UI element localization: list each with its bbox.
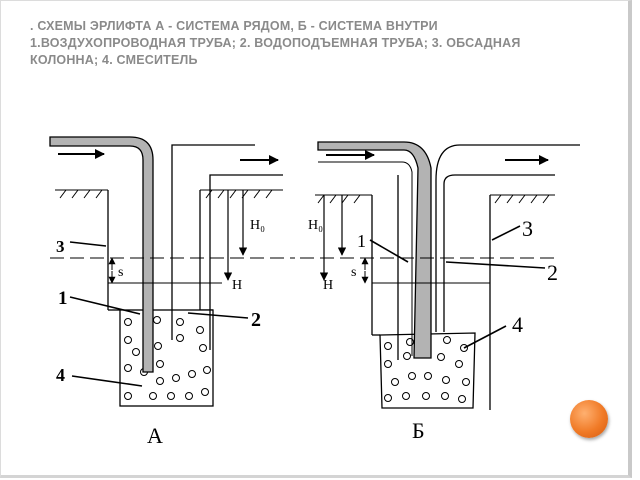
water-pipe-b — [397, 144, 580, 360]
levels-a — [50, 257, 295, 284]
diagram-a: 3 1 2 4 s H₀ H А — [49, 136, 295, 448]
label-3-b: 3 — [522, 216, 533, 241]
label-s-a: s — [118, 265, 123, 280]
caption-a: А — [147, 423, 163, 448]
caption-b: Б — [412, 418, 425, 443]
mixer-bubbles-b — [384, 336, 470, 403]
mixer-b — [379, 332, 476, 409]
ground-b — [315, 194, 555, 204]
slide-title: . Схемы эрлифта а - система рядом, б - с… — [30, 19, 521, 67]
mixer-bubbles-a — [124, 316, 211, 400]
casing-a — [107, 190, 213, 311]
label-1-a: 1 — [58, 288, 68, 309]
label-3-a: 3 — [56, 237, 65, 256]
label-4-b: 4 — [512, 312, 523, 337]
label-h0-b: H₀ — [308, 218, 323, 233]
label-h-a: H — [232, 278, 242, 293]
levels-b — [300, 257, 560, 284]
air-pipe-a — [49, 136, 154, 373]
label-h-b: H — [323, 278, 333, 293]
air-pipe-b-inner — [318, 161, 413, 356]
casing-b — [371, 195, 491, 410]
diagram-b: 1 3 2 4 s H₀ H Б — [300, 141, 580, 443]
leaders-a — [69, 241, 249, 387]
accent-dot — [570, 400, 608, 438]
label-2-a: 2 — [251, 309, 261, 331]
leaders-b — [369, 225, 546, 349]
mixer-a — [119, 309, 214, 407]
label-1-b: 1 — [357, 231, 366, 251]
label-h0-a: H₀ — [250, 218, 265, 233]
ground-a — [55, 189, 283, 199]
water-pipe-a — [171, 144, 283, 350]
label-s-b: s — [351, 265, 356, 280]
air-pipe-b — [317, 141, 432, 359]
label-2-b: 2 — [547, 260, 558, 285]
label-4-a: 4 — [56, 365, 65, 385]
